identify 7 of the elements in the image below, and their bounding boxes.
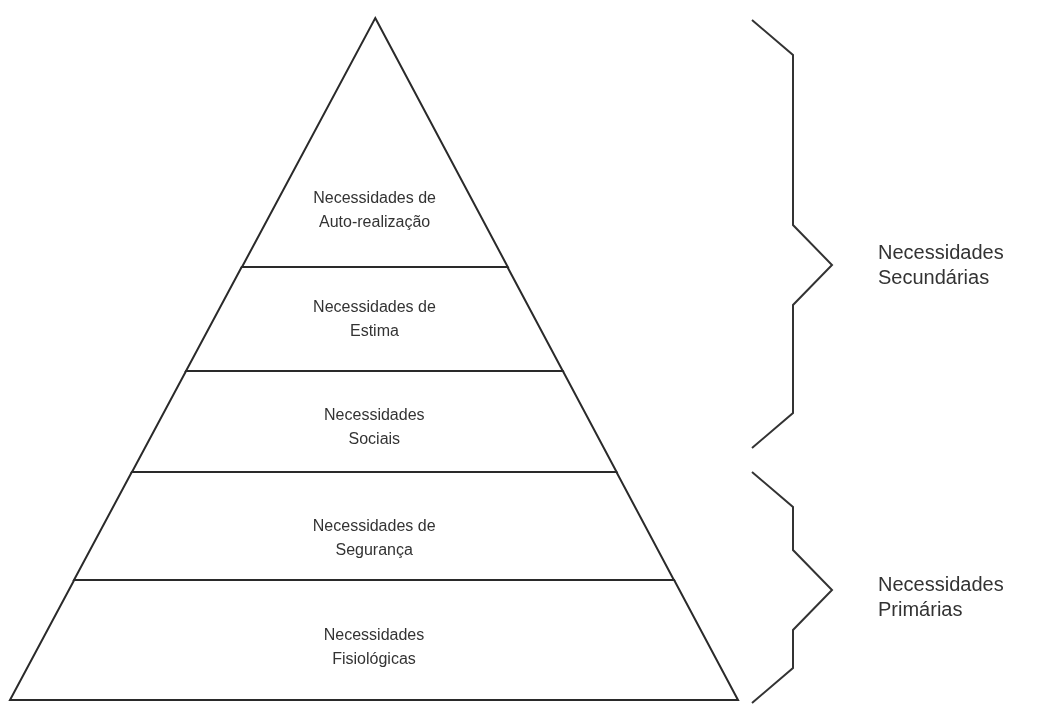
level-label: Necessidades de Segurança — [311, 516, 437, 560]
level-label: Necessidades Sociais — [323, 405, 426, 449]
group-label: Necessidades Secundárias — [878, 240, 1005, 290]
group-label: Necessidades Primárias — [878, 572, 1005, 622]
level-label: Necessidades Fisiológicas — [322, 625, 426, 669]
level-label: Necessidades de Estima — [312, 297, 437, 341]
level-label: Necessidades de Auto-realização — [312, 188, 437, 232]
